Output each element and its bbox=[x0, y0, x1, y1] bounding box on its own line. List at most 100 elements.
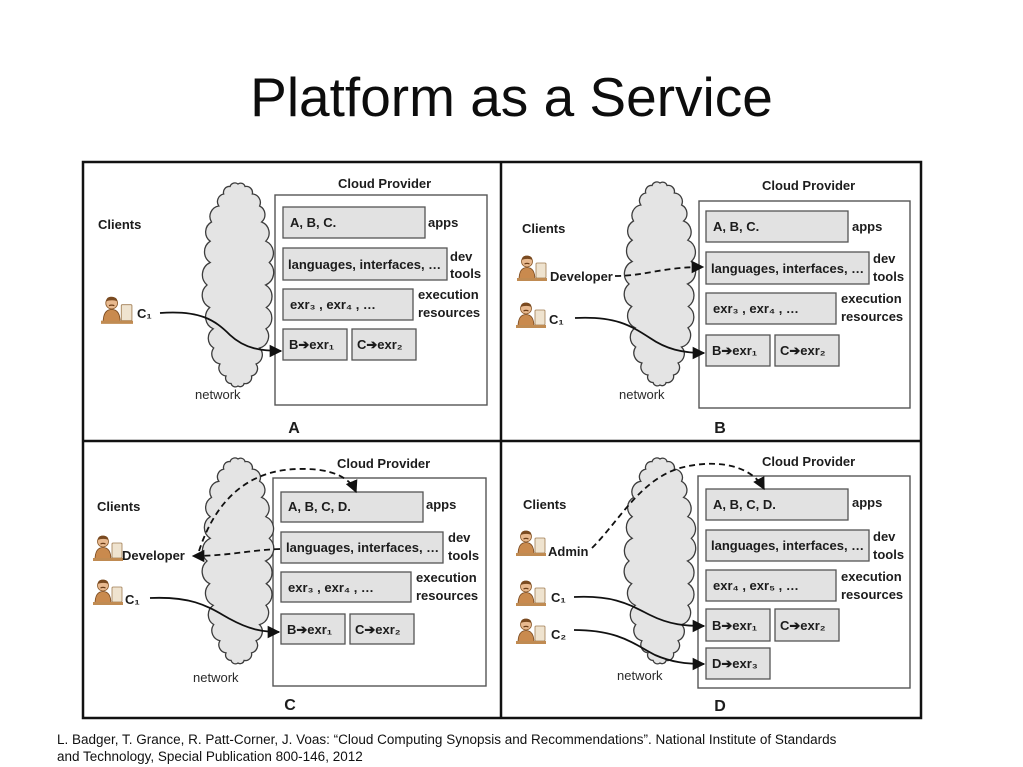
mapping-box bbox=[351, 328, 417, 361]
panel-letter: D bbox=[714, 698, 726, 715]
dev-tools-box bbox=[705, 529, 870, 562]
developer-label: Developer bbox=[122, 548, 185, 563]
mapping-box bbox=[280, 613, 346, 645]
execution-resources-box-text: exr₃ , exr₄ , … bbox=[713, 301, 799, 316]
panel-d: Cloud Provider Clients network A, B, C, … bbox=[516, 454, 911, 715]
client-label: C₁ bbox=[125, 592, 140, 607]
cloud-provider-label: Cloud Provider bbox=[762, 178, 855, 193]
panel-letter: B bbox=[714, 420, 726, 437]
slide-title: Platform as a Service bbox=[250, 66, 773, 128]
panel-b: Cloud Provider Clients network A, B, C. … bbox=[516, 178, 911, 437]
mapping-text: C➔exr₂ bbox=[780, 618, 826, 633]
execution-resources-box bbox=[705, 569, 837, 602]
developer-access-arrow bbox=[614, 260, 705, 277]
citation-line: L. Badger, T. Grance, R. Patt-Corner, J.… bbox=[57, 732, 837, 747]
dev-label: dev bbox=[450, 249, 473, 264]
apps-box-text: A, B, C, D. bbox=[713, 497, 776, 512]
admin-label: Admin bbox=[548, 544, 589, 559]
network-label: network bbox=[617, 668, 663, 683]
execution-resources-box bbox=[705, 292, 837, 325]
cloud-provider-label: Cloud Provider bbox=[337, 456, 430, 471]
panel-a: Cloud Provider Clients network A, B, C. … bbox=[98, 176, 488, 437]
client-label: C₁ bbox=[137, 306, 152, 321]
tools-label: tools bbox=[450, 266, 481, 281]
network-label: network bbox=[619, 387, 665, 402]
mapping-text: D➔exr₃ bbox=[712, 656, 758, 671]
mapping-box bbox=[282, 328, 348, 361]
panel-c: Cloud Provider Clients network A, B, C, … bbox=[93, 456, 487, 714]
client-request-arrow bbox=[149, 596, 281, 639]
execution-resources-box bbox=[282, 288, 414, 321]
mapping-box bbox=[705, 647, 771, 680]
client-request-arrow bbox=[573, 595, 706, 633]
apps-label: apps bbox=[428, 215, 458, 230]
execution-label: execution bbox=[841, 569, 902, 584]
cloud-provider-label: Cloud Provider bbox=[762, 454, 855, 469]
apps-box bbox=[705, 210, 849, 243]
dev-tools-box-text: languages, interfaces, … bbox=[711, 538, 864, 553]
resources-label: resources bbox=[841, 309, 903, 324]
tools-label: tools bbox=[448, 548, 479, 563]
client-label: C₁ bbox=[551, 590, 566, 605]
mapping-box bbox=[774, 334, 840, 367]
mapping-text: C➔exr₂ bbox=[780, 343, 826, 358]
client-label: C₂ bbox=[551, 627, 566, 642]
cloud-provider-label: Cloud Provider bbox=[338, 176, 431, 191]
dev-tools-box-text: languages, interfaces, … bbox=[286, 540, 439, 555]
citation: L. Badger, T. Grance, R. Patt-Corner, J.… bbox=[57, 731, 836, 765]
developer-deploy-arrow bbox=[198, 468, 358, 552]
apps-box-text: A, B, C, D. bbox=[288, 499, 351, 514]
clients-label: Clients bbox=[97, 499, 140, 514]
mapping-text: C➔exr₂ bbox=[355, 622, 401, 637]
dev-tools-box bbox=[282, 247, 448, 281]
panel-letter: A bbox=[288, 420, 300, 437]
clients-label: Clients bbox=[522, 221, 565, 236]
developer-label: Developer bbox=[550, 269, 613, 284]
dev-label: dev bbox=[873, 251, 896, 266]
execution-resources-box-text: exr₃ , exr₄ , … bbox=[290, 297, 376, 312]
dev-label: dev bbox=[448, 530, 471, 545]
client-request-arrow bbox=[159, 311, 283, 358]
dev-label: dev bbox=[873, 529, 896, 544]
apps-box bbox=[280, 491, 424, 523]
execution-label: execution bbox=[416, 570, 477, 585]
citation-line: and Technology, Special Publication 800-… bbox=[57, 749, 363, 764]
tools-label: tools bbox=[873, 547, 904, 562]
resources-label: resources bbox=[418, 305, 480, 320]
mapping-box bbox=[705, 608, 771, 642]
network-cloud bbox=[201, 182, 275, 388]
network-label: network bbox=[193, 670, 239, 685]
resources-label: resources bbox=[416, 588, 478, 603]
client-label: C₁ bbox=[549, 312, 564, 327]
network-cloud bbox=[623, 181, 697, 387]
tools-label: tools bbox=[873, 269, 904, 284]
mapping-box bbox=[774, 608, 840, 642]
clients-label: Clients bbox=[523, 497, 566, 512]
mapping-box bbox=[705, 334, 771, 367]
dev-tools-box-text: languages, interfaces, … bbox=[288, 257, 441, 272]
network-cloud bbox=[623, 457, 697, 665]
dev-tools-box bbox=[705, 251, 870, 285]
apps-box-text: A, B, C. bbox=[713, 219, 759, 234]
admin-deploy-arrow bbox=[591, 462, 765, 549]
apps-box bbox=[705, 488, 849, 521]
execution-resources-box-text: exr₃ , exr₄ , … bbox=[288, 580, 374, 595]
resources-label: resources bbox=[841, 587, 903, 602]
mapping-text: B➔exr₁ bbox=[287, 622, 332, 637]
apps-label: apps bbox=[852, 495, 882, 510]
client-request-arrow bbox=[573, 629, 706, 671]
mapping-text: C➔exr₂ bbox=[357, 337, 403, 352]
dev-tools-box-text: languages, interfaces, … bbox=[711, 261, 864, 276]
mapping-text: B➔exr₁ bbox=[712, 343, 757, 358]
execution-resources-box-text: exr₄ , exr₅ , … bbox=[713, 578, 799, 593]
clients-label: Clients bbox=[98, 217, 141, 232]
apps-box bbox=[282, 206, 426, 239]
mapping-text: B➔exr₁ bbox=[289, 337, 334, 352]
panel-letter: C bbox=[284, 697, 296, 714]
apps-label: apps bbox=[852, 219, 882, 234]
execution-resources-box bbox=[280, 571, 412, 603]
dev-tools-return-arrow bbox=[191, 548, 281, 563]
dev-tools-box bbox=[280, 531, 444, 564]
apps-label: apps bbox=[426, 497, 456, 512]
